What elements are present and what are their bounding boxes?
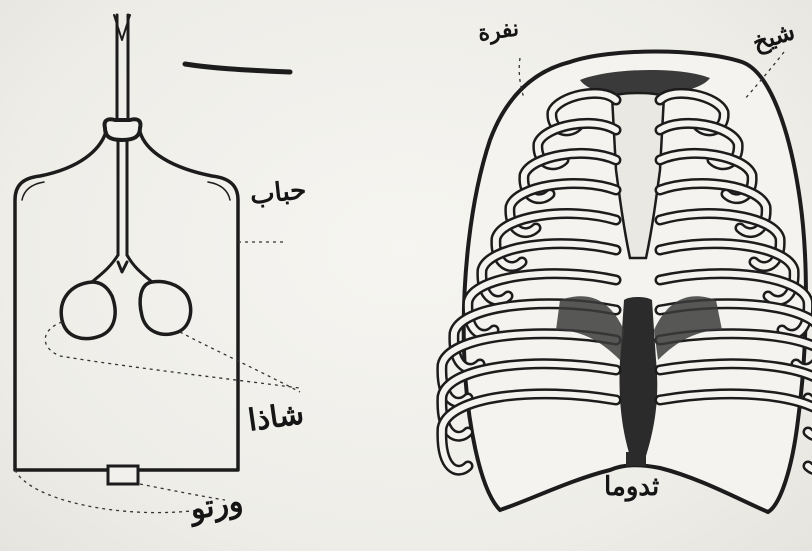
jar-stopper: [105, 119, 141, 140]
bell-jar-model: [15, 15, 300, 513]
inner-tube: [118, 140, 127, 255]
label-jar: حباب: [249, 175, 308, 211]
stray-mark: [185, 64, 290, 72]
label-ribcage-bottom: ثدوما: [604, 472, 659, 502]
rib-cage: [442, 52, 812, 513]
left-balloon: [61, 282, 115, 339]
right-balloon: [140, 282, 191, 335]
spine-base: [626, 452, 646, 466]
jar-base-peg: [108, 466, 138, 484]
bronchi-split: [92, 255, 152, 282]
spine-lower: [619, 297, 657, 456]
